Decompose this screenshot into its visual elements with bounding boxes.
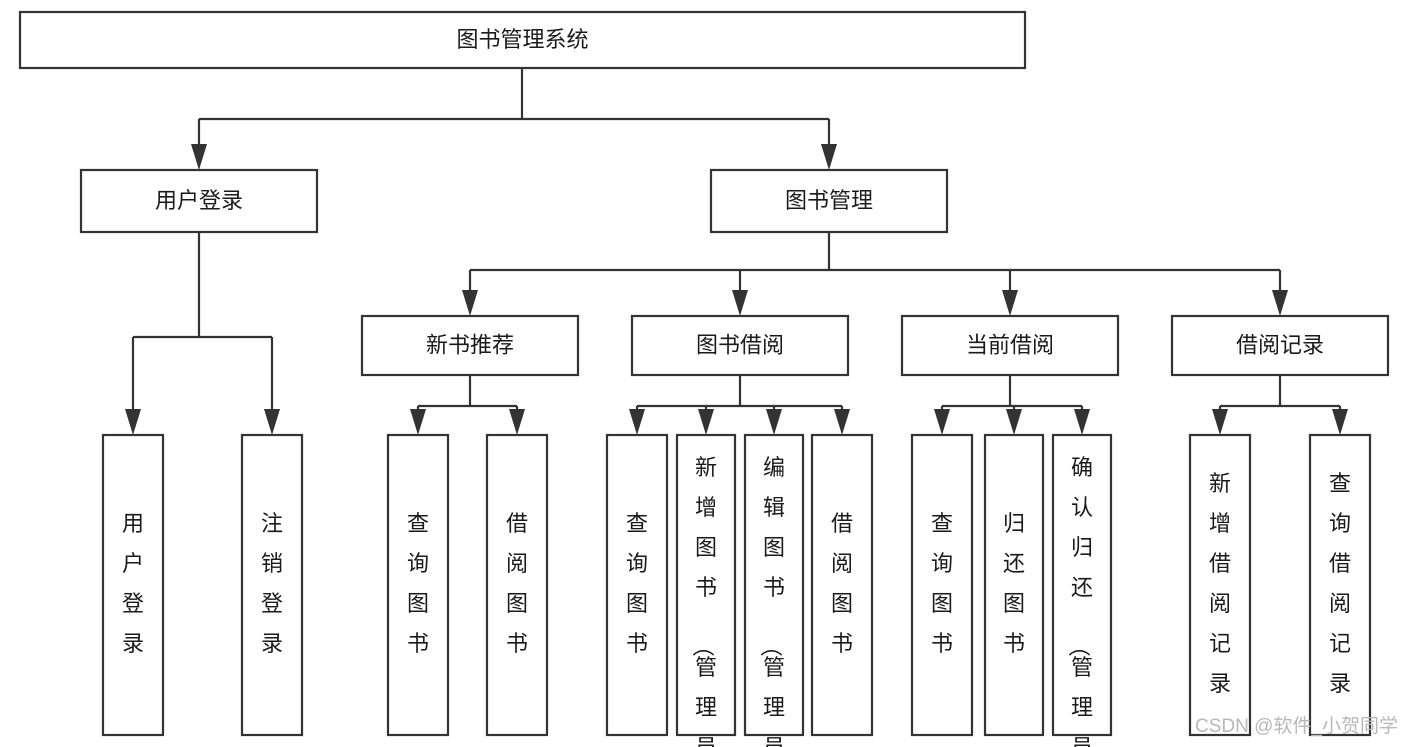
connector-group-root-to-level2 — [191, 68, 837, 170]
node-leaf-query-book-rec[interactable]: 查询图书 — [386, 433, 450, 737]
arrow-head-icon — [1074, 409, 1090, 435]
node-box-leaf-borrow-book[interactable] — [810, 433, 874, 737]
arrow-head-icon — [834, 409, 850, 435]
arrow-head-icon — [629, 409, 645, 435]
arrow-head-icon — [1006, 409, 1022, 435]
node-leaf-query-book-current[interactable]: 查询图书 — [910, 433, 974, 737]
node-label-leaf-borrow-book-rec: 借阅图书 — [506, 511, 528, 656]
node-label-leaf-query-record: 查询借阅记录 — [1329, 471, 1351, 696]
arrow-head-icon — [509, 409, 525, 435]
arrow-head-icon — [125, 409, 141, 435]
node-root[interactable]: 图书管理系统 — [18, 10, 1027, 70]
node-label-book-manage: 图书管理 — [785, 188, 873, 213]
node-label-current-borrow: 当前借阅 — [966, 332, 1054, 357]
node-leaf-borrow-book-rec[interactable]: 借阅图书 — [485, 433, 549, 737]
node-label-leaf-user-login: 用户登录 — [122, 511, 144, 656]
node-box-leaf-return-book[interactable] — [983, 433, 1045, 737]
node-box-leaf-add-record[interactable] — [1188, 433, 1252, 737]
node-label-root: 图书管理系统 — [456, 27, 588, 52]
connectors-layer — [125, 68, 1348, 435]
connector-group-userlogin-to-leaves — [125, 232, 280, 435]
csdn-watermark: CSDN @软件_小贺同学 — [1195, 715, 1398, 737]
node-box-leaf-query-book-rec[interactable] — [386, 433, 450, 737]
node-leaf-confirm-return[interactable]: 确认归还（管理员） — [1051, 433, 1113, 747]
node-leaf-edit-book[interactable]: 编辑图书（管理员） — [743, 433, 805, 747]
arrow-head-icon — [821, 144, 837, 170]
node-box-leaf-add-book[interactable] — [675, 433, 737, 737]
arrow-head-icon — [462, 290, 478, 316]
arrow-head-icon — [264, 409, 280, 435]
node-label-leaf-confirm-return: 确认归还（管理员） — [1066, 455, 1093, 747]
node-box-user-login[interactable] — [79, 168, 319, 234]
node-box-leaf-query-record[interactable] — [1308, 433, 1372, 737]
node-label-leaf-query-book-current: 查询图书 — [931, 511, 953, 656]
node-box-current-borrow[interactable] — [900, 314, 1120, 377]
node-box-leaf-user-logout[interactable] — [240, 433, 304, 737]
connector-group-bookmanage-to-level3 — [462, 232, 1288, 316]
node-label-user-login: 用户登录 — [155, 188, 243, 213]
arrow-head-icon — [1272, 290, 1288, 316]
connector-group-bookborrow-to-leaves — [629, 375, 850, 435]
node-leaf-add-record[interactable]: 新增借阅记录 — [1188, 433, 1252, 737]
node-box-leaf-borrow-book-rec[interactable] — [485, 433, 549, 737]
arrow-head-icon — [766, 409, 782, 435]
node-box-book-borrow[interactable] — [630, 314, 850, 377]
arrow-head-icon — [732, 290, 748, 316]
node-label-leaf-query-book-borrow: 查询图书 — [626, 511, 648, 656]
node-box-leaf-edit-book[interactable] — [743, 433, 805, 737]
nodes-layer: 图书管理系统用户登录图书管理新书推荐图书借阅当前借阅借阅记录用户登录注销登录查询… — [18, 10, 1390, 747]
node-label-leaf-query-book-rec: 查询图书 — [407, 511, 429, 656]
node-label-leaf-user-logout: 注销登录 — [261, 511, 283, 656]
node-label-leaf-return-book: 归还图书 — [1003, 511, 1025, 656]
node-label-book-borrow: 图书借阅 — [696, 332, 784, 357]
node-book-manage[interactable]: 图书管理 — [709, 168, 949, 234]
node-box-new-book-recommend[interactable] — [360, 314, 580, 377]
node-box-book-manage[interactable] — [709, 168, 949, 234]
node-box-leaf-query-book-borrow[interactable] — [605, 433, 669, 737]
node-leaf-user-login[interactable]: 用户登录 — [101, 433, 165, 737]
watermark-layer: CSDN @软件_小贺同学 — [1195, 715, 1398, 737]
connector-group-borrowrecord-to-leaves — [1212, 375, 1348, 435]
connector-group-currentborrow-to-leaves — [934, 375, 1090, 435]
arrow-head-icon — [1002, 290, 1018, 316]
node-leaf-query-record[interactable]: 查询借阅记录 — [1308, 433, 1372, 737]
node-leaf-add-book[interactable]: 新增图书（管理员） — [675, 433, 737, 747]
node-borrow-record[interactable]: 借阅记录 — [1170, 314, 1390, 377]
node-leaf-borrow-book[interactable]: 借阅图书 — [810, 433, 874, 737]
node-label-leaf-borrow-book: 借阅图书 — [831, 511, 853, 656]
node-book-borrow[interactable]: 图书借阅 — [630, 314, 850, 377]
arrow-head-icon — [1212, 409, 1228, 435]
node-current-borrow[interactable]: 当前借阅 — [900, 314, 1120, 377]
arrow-head-icon — [1332, 409, 1348, 435]
node-leaf-user-logout[interactable]: 注销登录 — [240, 433, 304, 737]
node-label-leaf-add-book: 新增图书（管理员） — [690, 455, 717, 747]
node-label-new-book-recommend: 新书推荐 — [426, 332, 514, 357]
node-user-login[interactable]: 用户登录 — [79, 168, 319, 234]
node-box-root[interactable] — [18, 10, 1027, 70]
arrow-head-icon — [410, 409, 426, 435]
node-box-leaf-user-login[interactable] — [101, 433, 165, 737]
node-box-leaf-query-book-current[interactable] — [910, 433, 974, 737]
node-label-leaf-add-record: 新增借阅记录 — [1209, 471, 1231, 696]
node-leaf-return-book[interactable]: 归还图书 — [983, 433, 1045, 737]
node-label-borrow-record: 借阅记录 — [1236, 332, 1324, 357]
arrow-head-icon — [191, 144, 207, 170]
connector-group-newbook-to-leaves — [410, 375, 525, 435]
node-new-book-recommend[interactable]: 新书推荐 — [360, 314, 580, 377]
node-leaf-query-book-borrow[interactable]: 查询图书 — [605, 433, 669, 737]
arrow-head-icon — [934, 409, 950, 435]
node-box-borrow-record[interactable] — [1170, 314, 1390, 377]
node-box-leaf-confirm-return[interactable] — [1051, 433, 1113, 737]
arrow-head-icon — [698, 409, 714, 435]
node-label-leaf-edit-book: 编辑图书（管理员） — [758, 455, 785, 747]
